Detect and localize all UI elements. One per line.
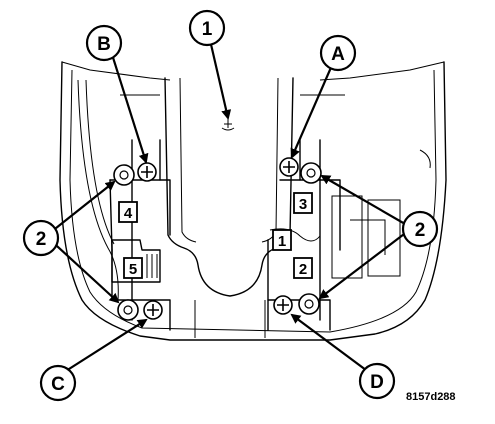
callout-d: D bbox=[358, 362, 396, 400]
sequence-5-label: 5 bbox=[129, 261, 137, 278]
screw-top-right bbox=[279, 157, 299, 177]
leader-lines bbox=[45, 39, 413, 377]
callout-2-left-label: 2 bbox=[36, 229, 47, 250]
callout-2-left: 2 bbox=[22, 219, 60, 257]
sequence-box-2: 2 bbox=[293, 257, 313, 279]
callout-2-right-label: 2 bbox=[415, 220, 426, 241]
callout-c-label: C bbox=[51, 374, 65, 395]
sequence-1-label: 1 bbox=[278, 233, 286, 250]
nut-bottom-right bbox=[298, 293, 320, 315]
callout-b: B bbox=[85, 24, 123, 62]
callout-1: 1 bbox=[188, 9, 226, 47]
screw-top-left bbox=[137, 162, 157, 182]
sequence-4-label: 4 bbox=[124, 205, 133, 222]
callout-b-label: B bbox=[97, 34, 111, 55]
callout-d-label: D bbox=[370, 372, 384, 393]
screw-bottom-left bbox=[143, 300, 163, 320]
callout-a: A bbox=[319, 34, 357, 72]
nut-bottom-left bbox=[117, 299, 139, 321]
sequence-box-5: 5 bbox=[123, 257, 143, 279]
nut-top-left bbox=[113, 164, 135, 186]
console-outline bbox=[59, 61, 447, 341]
sequence-box-1: 1 bbox=[272, 229, 292, 251]
sequence-box-4: 4 bbox=[118, 201, 138, 223]
center-mark-symbol bbox=[221, 118, 235, 131]
sequence-2-label: 2 bbox=[299, 261, 307, 278]
sequence-3-label: 3 bbox=[299, 196, 307, 213]
callout-1-label: 1 bbox=[202, 19, 213, 40]
callout-a-label: A bbox=[331, 44, 345, 65]
callout-2-right: 2 bbox=[401, 210, 439, 248]
nut-top-right bbox=[300, 162, 322, 184]
figure-id: 8157d288 bbox=[406, 391, 456, 403]
screw-bottom-right bbox=[273, 295, 293, 315]
sequence-box-3: 3 bbox=[293, 192, 313, 214]
callout-c: C bbox=[39, 364, 77, 402]
